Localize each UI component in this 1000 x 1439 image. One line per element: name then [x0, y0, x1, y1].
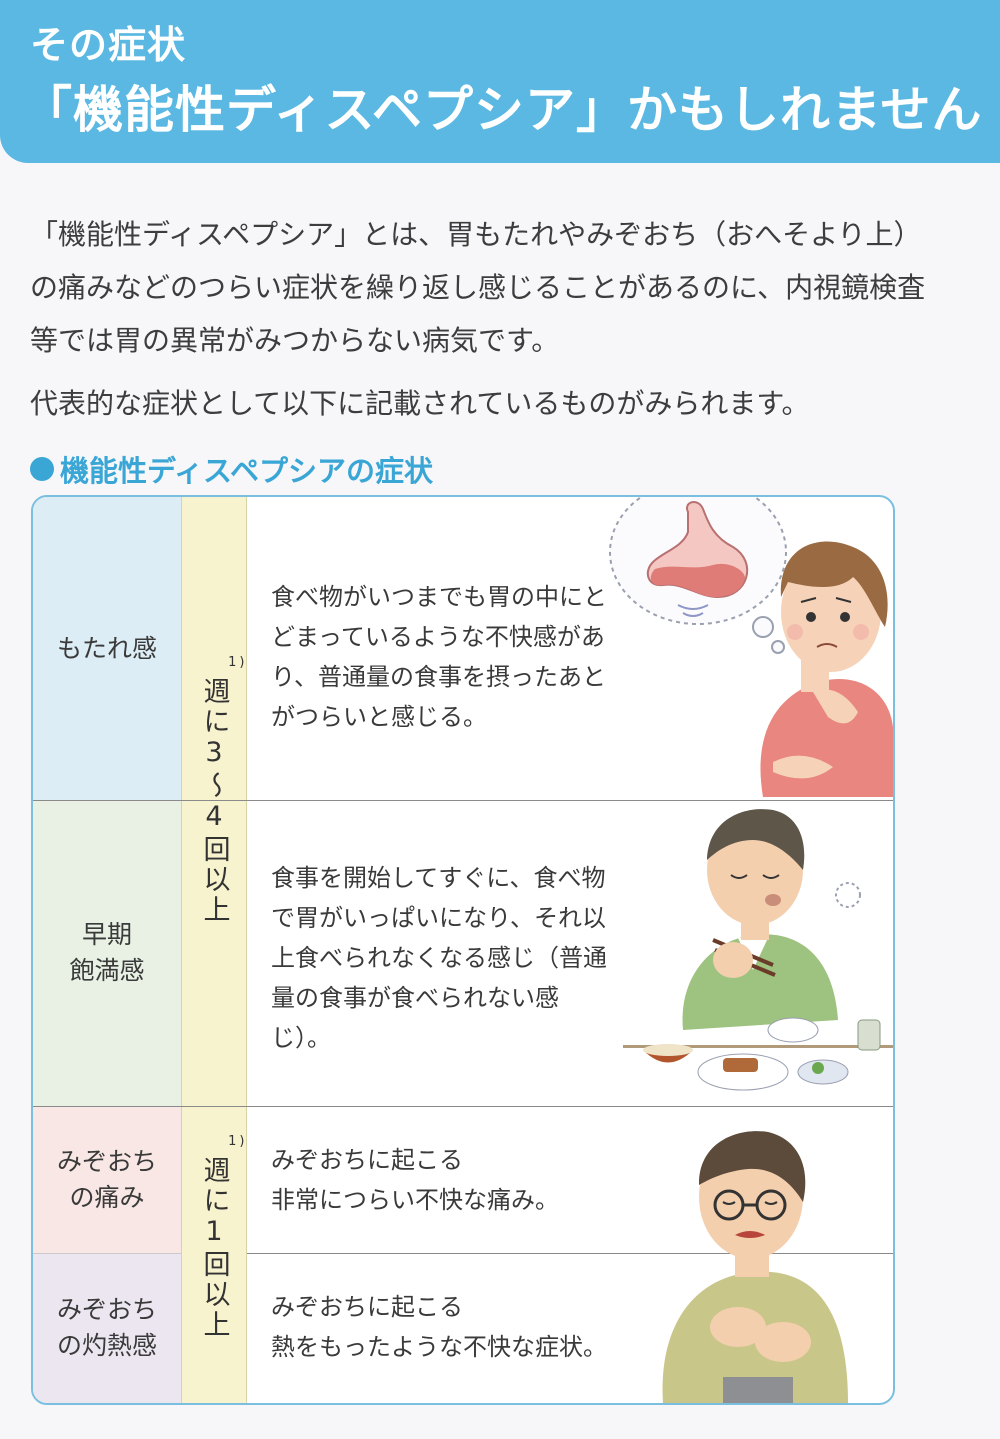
intro-paragraph-2: 代表的な症状として以下に記載されているものがみられます。 — [30, 387, 810, 420]
row-divider — [247, 1253, 893, 1254]
pained-man-holding-stomach-illustration — [662, 1131, 848, 1403]
section-title-text: 機能性ディスペプシアの症状 — [60, 454, 433, 488]
symptom-label-early-satiety: 早期 飽満感 — [33, 800, 181, 1106]
symptom-label-bloating: もたれ感 — [33, 497, 181, 800]
frequency-text: 週に1回以上 — [198, 1156, 230, 1340]
row-divider — [33, 1253, 181, 1254]
page-header: その症状 「機能性ディスペプシア」かもしれません — [0, 0, 1000, 163]
intro-text: 「機能性ディスペプシア」とは、胃もたれやみぞおち（おへそより上）の痛みなどのつら… — [30, 208, 930, 430]
row-divider — [33, 800, 893, 801]
symptom-label-epigastric-burning: みぞおち の灼熱感 — [33, 1253, 181, 1403]
section-title: 機能性ディスペプシアの症状 — [30, 448, 433, 490]
header-subtitle: その症状 — [30, 23, 187, 67]
symptom-table: もたれ感 早期 飽満感 みぞおち の痛み みぞおち の灼熱感 1) 週に3〜4回… — [31, 495, 895, 1405]
footnote-marker: 1) — [228, 1134, 248, 1149]
description-epigastric-burning: みぞおちに起こる 熱をもったような不快な症状。 — [271, 1293, 607, 1361]
description-epigastric-pain: みぞおちに起こる 非常につらい不快な痛み。 — [271, 1146, 559, 1214]
frequency-cell-1: 1) 週に3〜4回以上 — [181, 497, 247, 1106]
frequency-text: 週に3〜4回以上 — [198, 677, 230, 925]
footnote-marker: 1) — [228, 655, 248, 670]
bullet-dot-icon — [30, 457, 54, 481]
row-divider — [33, 1106, 893, 1107]
description-bloating: 食べ物がいつまでも胃の中にとどまっているような不快感があり、普通量の食事を摂った… — [271, 583, 607, 731]
bloated-stomach-woman-illustration — [609, 497, 893, 797]
frequency-cell-2: 1) 週に1回以上 — [181, 1106, 247, 1403]
header-title: 「機能性ディスペプシア」かもしれません — [22, 81, 983, 139]
intro-paragraph-1: 「機能性ディスペプシア」とは、胃もたれやみぞおち（おへそより上）の痛みなどのつら… — [30, 218, 926, 357]
description-early-satiety: 食事を開始してすぐに、食べ物で胃がいっぱいになり、それ以上食べられなくなる感じ（… — [271, 864, 607, 1052]
full-man-eating-illustration — [623, 809, 893, 1091]
symptom-label-epigastric-pain: みぞおち の痛み — [33, 1106, 181, 1253]
